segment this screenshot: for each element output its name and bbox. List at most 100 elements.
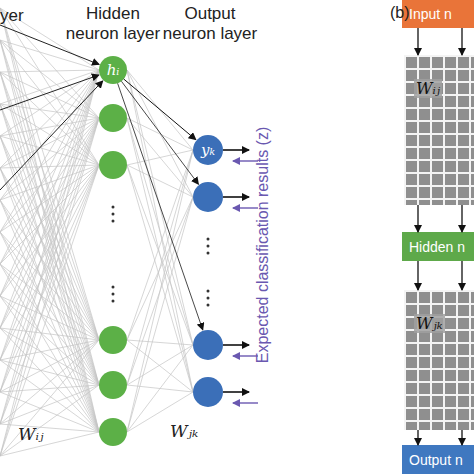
ellipsis-dot	[112, 220, 115, 223]
layer-title: yer	[0, 6, 40, 26]
synapse-line	[0, 118, 99, 392]
panel-label: (b)	[390, 3, 420, 22]
synapse-line	[0, 200, 99, 432]
ellipsis-dot	[207, 252, 210, 255]
synapse-line	[0, 136, 99, 165]
connector-arrow	[417, 205, 418, 232]
synapse-line	[0, 264, 99, 432]
connector-arrow	[461, 28, 462, 55]
synapse-line	[0, 8, 99, 385]
layer-title: Output neuron layer	[160, 4, 260, 44]
output-neuron	[193, 377, 223, 407]
synapse-line	[0, 8, 99, 432]
hidden-neuron	[99, 371, 127, 399]
node-text: Output n	[409, 452, 463, 468]
output-neuron	[193, 330, 223, 360]
ellipsis-dot	[112, 206, 115, 209]
synapse-line	[127, 70, 193, 345]
axis-note: Expected classification results (z)	[253, 95, 273, 395]
synapse-line	[0, 118, 99, 328]
synapse-line	[127, 118, 193, 392]
input-layer-box: Input n	[402, 0, 474, 28]
synapse-line	[0, 385, 99, 424]
input-arrow	[0, 75, 99, 110]
ellipsis-dot	[112, 300, 115, 303]
synapse-line	[0, 40, 99, 385]
output-neuron: yₖ	[193, 135, 223, 165]
node-text: Hidden n	[409, 239, 465, 255]
synapse-line	[127, 150, 193, 432]
synapse-line	[127, 150, 193, 165]
hidden-layer-box: Hidden n	[402, 232, 474, 261]
weight-label: Wⱼₖ	[170, 421, 220, 441]
hidden-neuron: hᵢ	[99, 56, 127, 84]
connector-arrow	[124, 79, 196, 140]
weight-arrow	[121, 81, 198, 184]
synapse-line	[0, 165, 99, 456]
ellipsis-dot	[207, 304, 210, 307]
synapse-line	[0, 328, 99, 432]
synapse-line	[0, 296, 99, 432]
synapse-line	[127, 345, 193, 432]
layer-title: Hidden neuron layer	[63, 4, 163, 44]
output-arrow	[223, 149, 249, 151]
synapse-line	[0, 360, 99, 432]
ellipsis-dot	[112, 213, 115, 216]
synapse-line	[0, 392, 99, 432]
input-arrow	[0, 81, 103, 190]
synapse-line	[0, 168, 99, 432]
synapse-line	[0, 232, 99, 385]
synapse-line	[0, 104, 99, 340]
synapse-line	[127, 118, 193, 150]
target-arrow	[233, 402, 258, 403]
synapse-line	[0, 136, 99, 432]
synapse-line	[0, 72, 99, 385]
synapse-line	[127, 340, 193, 345]
synapse-line	[0, 165, 99, 392]
synapse-line	[0, 264, 99, 385]
synapse-line	[0, 118, 99, 456]
ellipsis-dot	[207, 290, 210, 293]
hidden-neuron	[99, 326, 127, 354]
weight-label: Wᵢⱼ	[18, 424, 68, 444]
synapse-line	[0, 104, 99, 432]
output-arrow	[223, 196, 249, 198]
synapse-line	[0, 40, 99, 118]
ellipsis-dot	[112, 293, 115, 296]
synapse-line	[0, 168, 99, 340]
node-text: Input n	[409, 6, 452, 22]
synapse-line	[0, 296, 99, 385]
synapse-line	[127, 340, 193, 392]
synapse-line	[127, 345, 193, 385]
synapse-line	[0, 72, 99, 118]
node-text: Wᵢⱼ	[414, 79, 442, 98]
ellipsis-dot	[207, 245, 210, 248]
synapse-line	[0, 232, 99, 432]
synapse-line	[0, 328, 99, 385]
synapse-line	[127, 150, 193, 385]
output-neuron	[193, 182, 223, 212]
node-text: yₖ	[201, 141, 215, 159]
synapse-line	[0, 70, 99, 456]
hidden-neuron	[99, 104, 127, 132]
connector-arrow	[417, 261, 418, 290]
connector-arrow	[461, 205, 462, 232]
synapse-line	[0, 104, 99, 118]
synapse-line	[0, 200, 99, 385]
synapse-line	[0, 232, 99, 340]
output-arrow	[223, 391, 249, 393]
weight-array-image: Wᵢⱼ	[404, 55, 474, 205]
weight-array-image: Wⱼₖ	[404, 290, 474, 430]
ellipsis-dot	[112, 286, 115, 289]
synapse-line	[127, 197, 193, 432]
connector-arrow	[461, 261, 462, 290]
synapse-line	[0, 72, 99, 432]
synapse-line	[127, 150, 193, 340]
connector-arrow	[417, 430, 418, 445]
node-text: hᵢ	[107, 61, 120, 79]
connector-arrow	[417, 28, 418, 55]
node-text: Wⱼₖ	[414, 314, 445, 333]
ellipsis-dot	[207, 238, 210, 241]
synapse-line	[0, 432, 99, 456]
